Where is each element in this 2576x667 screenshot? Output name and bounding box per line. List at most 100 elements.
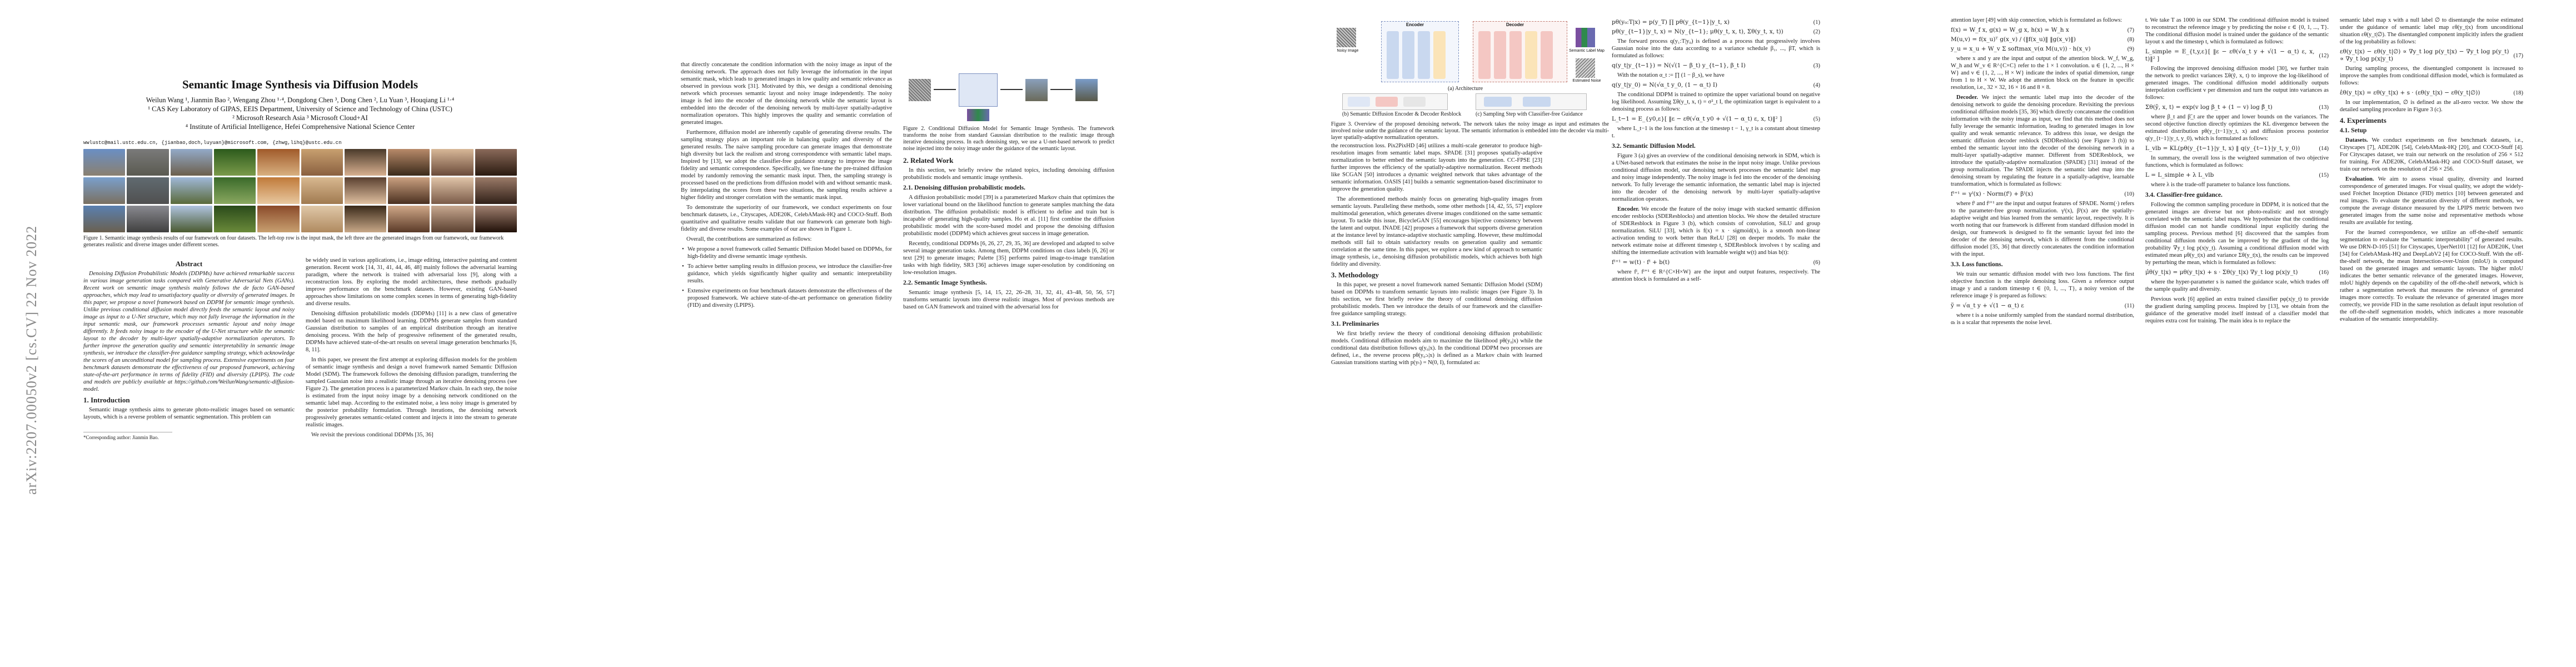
noisy-image-thumb: [1337, 28, 1356, 47]
paper-title: Semantic Image Synthesis via Diffusion M…: [182, 78, 418, 91]
encoder-block: [1387, 31, 1399, 79]
body-text: The aforementioned methods mainly focus …: [1331, 196, 1542, 267]
body-text: Encoder. We encode the feature of the no…: [1612, 206, 1820, 256]
body-text: A diffusion probabilistic model [39] is …: [903, 195, 1114, 237]
body-text: semantic label map x with a null label ∅…: [2340, 17, 2523, 45]
page3-left-column: the reconstruction loss. Pix2PixHD [46] …: [1331, 142, 1542, 369]
equation-number: (15): [2319, 172, 2329, 178]
body-text: In this paper, we present a novel framew…: [1331, 282, 1542, 317]
semantic-map-thumb: [1576, 28, 1595, 47]
mask-image: [967, 109, 989, 121]
body-text: Furthermore, diffusion model are inheren…: [681, 130, 892, 201]
intro-text: Semantic image synthesis aims to generat…: [83, 407, 295, 420]
teaser-img: [213, 206, 256, 232]
arxiv-stamp: arXiv:2207.00050v2 [cs.CV] 22 Nov 2022: [8, 183, 39, 495]
estimated-noise-label: Estimated Noise: [1572, 79, 1601, 83]
teaser-img: [475, 177, 517, 204]
equation-2: pθ(y_{t−1}|y_t, x) = N(y_{t−1}; μθ(y_t, …: [1612, 28, 1820, 36]
equation-5-body: L_t−1 = E_{y0,ε}[ ‖ε − εθ(√α_t y0 + √(1 …: [1612, 116, 1782, 122]
equation-1: pθ(y₀:T|x) = p(y_T) ∏ pθ(y_{t−1}|y_t, x)…: [1612, 19, 1820, 26]
body-text: Evaluation. We aim to assess visual qual…: [2340, 176, 2523, 226]
affiliation-2: ² Microsoft Research Asia ³ Microsoft Cl…: [232, 114, 368, 122]
equation-16-body: μ̂θ(y_t|x) = μθ(y_t|x) + s · Σθ(y_t|x) ∇…: [2145, 269, 2298, 276]
equation-8: M(u,v) = f(x_u)ᵀ g(x_v) / (‖f(x_u)‖ ‖g(x…: [1951, 36, 2134, 43]
equation-number: (4): [1813, 82, 1820, 88]
equation-7: f(x) = W_f x, g(x) = W_g x, h(x) = W_h x…: [1951, 27, 2134, 34]
equation-14: L_vlb = KL(pθ(y_{t−1}|y_t, x) ‖ q(y_{t−1…: [2145, 145, 2329, 152]
body-text: where x and y are the input and output o…: [1951, 56, 2134, 91]
setup-heading: 4.1. Setup: [2340, 127, 2367, 134]
equation-4-body: q(y_t|y_0) = N(√α_t y_0, (1 − α_t) I): [1612, 82, 1718, 88]
authors-block: Weilun Wang ¹, Jianmin Bao ², Wengang Zh…: [83, 96, 517, 131]
group-norm-block: [1348, 97, 1370, 107]
page4-col-2: t. We take T as 1000 in our SDM. The con…: [2145, 17, 2329, 327]
page3-right-column: pθ(y₀:T|x) = p(y_T) ∏ pθ(y_{t−1}|y_t, x)…: [1612, 17, 1820, 286]
body-text: We first briefly review the theory of co…: [1331, 331, 1542, 366]
equation-number: (11): [2124, 303, 2134, 309]
abstract-heading: Abstract: [175, 260, 203, 268]
contribution-item: To achieve better sampling results in di…: [681, 263, 892, 285]
teaser-img: [475, 149, 517, 176]
teaser-img: [431, 206, 474, 232]
teaser-img: [431, 149, 474, 176]
page1-left-column: Abstract Denoising Diffusion Probabilist…: [83, 257, 295, 441]
teaser-img: [301, 206, 343, 232]
teaser-img: [83, 206, 126, 232]
teaser-img: [170, 177, 212, 204]
equation-6: fᴵ⁺¹ = w(t) · fᴵ + b(t)(6): [1612, 259, 1820, 266]
encoder-label: Encoder: [1406, 22, 1424, 27]
footnote: *Corresponding author: Jianmin Bao.: [83, 432, 172, 441]
conv-block: [1403, 97, 1426, 107]
equation-17-body: εθ(y_t|x) − εθ(y_t|∅) ∝ ∇y_t log p(y_t|x…: [2340, 48, 2509, 62]
cfg-heading: 3.4. Classifier-free guidance.: [2145, 192, 2223, 198]
evaluation-text: We aim to assess visual quality, diversi…: [2340, 176, 2523, 226]
body-text: Recently, conditional DDPMs [6, 26, 27, …: [903, 241, 1114, 276]
equation-18-body: ε̂θ(y_t|x) = εθ(y_t|x) + s · (εθ(y_t|x) …: [2340, 89, 2480, 96]
equation-number: (7): [2127, 27, 2134, 33]
related-heading: 2. Related Work: [903, 156, 954, 165]
intermediate-image: [1025, 79, 1048, 101]
figure-2-caption: Figure 2. Conditional Diffusion Model fo…: [903, 126, 1114, 152]
intro-text: Denoising diffusion probabilistic models…: [306, 311, 517, 353]
equation-number: (10): [2124, 191, 2135, 197]
emails: wwlustc@mail.ustc.edu.cn, {jianbao,doch,…: [83, 140, 342, 146]
body-text: attention layer [49] with skip connectio…: [1951, 17, 2122, 23]
noise-image: [909, 79, 931, 101]
figure-3: Noisy Image Encoder Decoder Semantic Lab…: [1331, 17, 1920, 120]
equation-3-body: q(y_t|y_{t−1}) = N(√(1 − β_t) y_{t−1}, β…: [1612, 62, 1746, 69]
datasets-text: We conduct experiments on five benchmark…: [2340, 137, 2523, 172]
arrow: [1000, 89, 1023, 90]
teaser-img: [344, 206, 387, 232]
equation-4: q(y_t|y_0) = N(√α_t y_0, (1 − α_t) I) (4): [1612, 82, 1820, 89]
affiliation-1: ¹ CAS Key Laboratory of GIPAS, EEIS Depa…: [148, 105, 452, 113]
body-text: The forward process q(y₁:T|y₀) is define…: [1612, 38, 1820, 59]
equation-5: L_t−1 = E_{y0,ε}[ ‖ε − εθ(√α_t y0 + √(1 …: [1612, 116, 1820, 123]
equation-number: (2): [1813, 29, 1820, 35]
teaser-img: [257, 177, 300, 204]
unet-block: [1484, 97, 1512, 107]
estimated-noise-thumb: [1576, 58, 1595, 78]
page-1: Semantic Image Synthesis via Diffusion M…: [83, 0, 672, 667]
teaser-img: [83, 177, 126, 204]
teaser-img: [257, 149, 300, 176]
decoder-label: Decoder.: [1956, 94, 1978, 101]
figure-2: [906, 62, 1114, 123]
loss-heading: 3.3. Loss functions.: [1951, 261, 2003, 268]
attention-block: [1525, 31, 1537, 79]
page4-col-1: attention layer [49] with skip connectio…: [1951, 17, 2134, 329]
page2-left-column: that directly concatenate the condition …: [681, 61, 892, 309]
equation-number: (16): [2319, 270, 2329, 276]
equation-16: μ̂θ(y_t|x) = μθ(y_t|x) + s · Σθ(y_t|x) ∇…: [2145, 269, 2329, 276]
teaser-img: [127, 206, 169, 232]
figure-3a-caption: (a) Architecture: [1448, 86, 1483, 92]
body-text: the reconstruction loss. Pix2PixHD [46] …: [1331, 143, 1542, 192]
noisy-image-label: Noisy Image: [1337, 49, 1359, 53]
body-text: Semantic image synthesis [5, 14, 15, 22,…: [903, 290, 1114, 310]
equation-15: L = L_simple + λ L_vlb(15): [2145, 172, 2329, 179]
body-text: Decoder. We inject the semantic label ma…: [1951, 94, 2134, 188]
equation-3: q(y_t|y_{t−1}) = N(√(1 − β_t) y_{t−1}, β…: [1612, 62, 1820, 69]
arrow: [934, 89, 956, 90]
encoder-block: [1418, 31, 1430, 79]
equation-14-body: L_vlb = KL(pθ(y_{t−1}|y_t, x) ‖ q(y_{t−1…: [2145, 145, 2300, 152]
equation-number: (13): [2319, 104, 2329, 111]
